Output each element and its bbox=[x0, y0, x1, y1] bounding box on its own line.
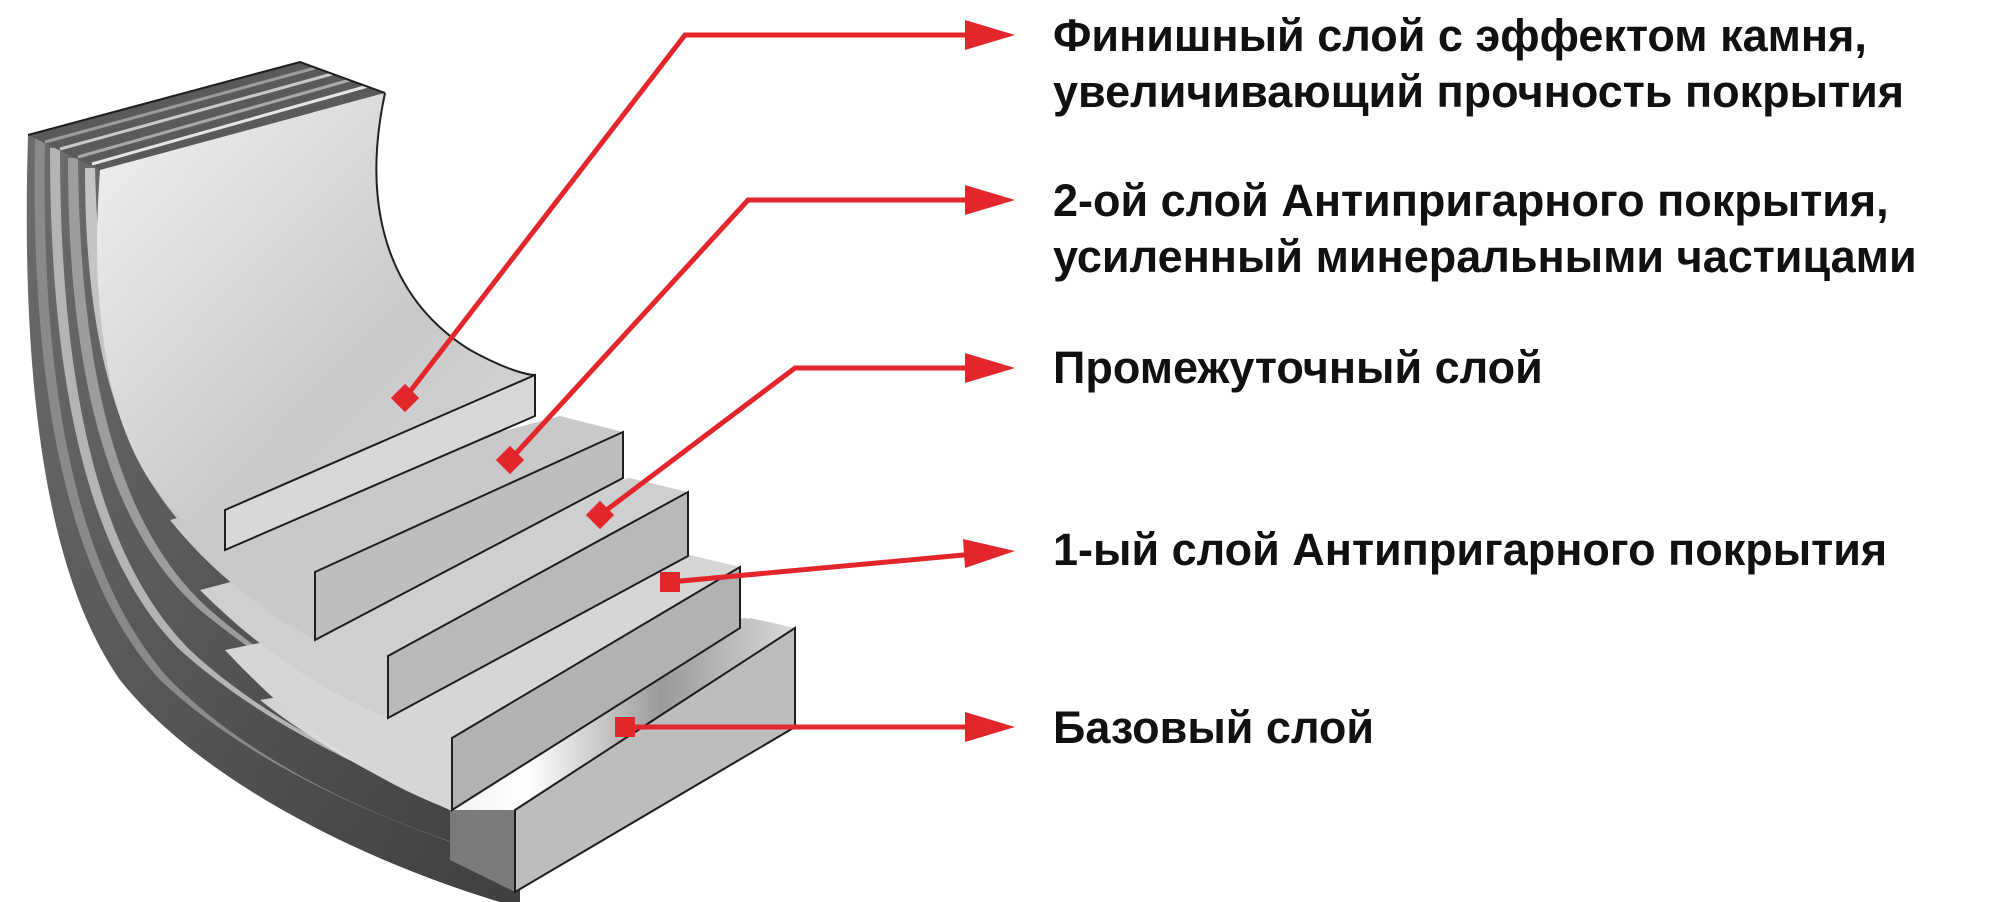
layer-nonstick-1-step bbox=[225, 555, 740, 810]
arrowhead-base bbox=[965, 712, 1015, 742]
anchor-intermediate bbox=[585, 500, 615, 530]
label-intermediate-line-1: Промежуточный слой bbox=[1053, 342, 1543, 393]
label-nonstick-1-line-1: 1-ый слой Антипригарного покрытия bbox=[1053, 524, 1888, 575]
label-finish-line-1: Финишный слой с эффектом камня, bbox=[1053, 10, 1867, 61]
arrowhead-nonstick-1 bbox=[963, 539, 1015, 568]
label-finish-line-2: увеличивающий прочность покрытия bbox=[1053, 66, 1905, 117]
label-base-line-1: Базовый слой bbox=[1053, 702, 1375, 753]
label-nonstick-2-layer: 2-ой слой Антипригарного покрытия, усиле… bbox=[1053, 173, 1917, 285]
leader-intermediate bbox=[598, 365, 985, 517]
arrowhead-nonstick-2 bbox=[965, 185, 1015, 215]
layer-intermediate-step bbox=[200, 478, 688, 718]
callout-arrowheads bbox=[963, 20, 1015, 742]
label-nonstick-1-layer: 1-ый слой Антипригарного покрытия bbox=[1053, 522, 1887, 578]
label-nonstick-2-line-1: 2-ой слой Антипригарного покрытия, bbox=[1053, 175, 1889, 226]
leader-finish bbox=[403, 32, 985, 400]
label-nonstick-2-line-2: усиленный минеральными частицами bbox=[1053, 231, 1917, 282]
leader-nonstick-2 bbox=[508, 197, 985, 462]
label-intermediate-layer: Промежуточный слой bbox=[1053, 340, 1543, 396]
callout-anchor-markers bbox=[390, 383, 680, 737]
arrowhead-finish bbox=[965, 20, 1015, 50]
pan-wall-rim bbox=[28, 62, 385, 170]
leader-nonstick-1 bbox=[669, 550, 986, 585]
callout-leaders bbox=[403, 32, 986, 730]
anchor-base bbox=[615, 717, 635, 737]
anchor-finish bbox=[390, 383, 420, 413]
layer-finish-step bbox=[97, 92, 536, 550]
arrowhead-intermediate bbox=[965, 353, 1015, 383]
anchor-nonstick-2 bbox=[495, 445, 525, 475]
label-finish-layer: Финишный слой с эффектом камня, увеличив… bbox=[1053, 8, 1904, 120]
anchor-nonstick-1 bbox=[660, 572, 680, 592]
label-base-layer: Базовый слой bbox=[1053, 700, 1374, 756]
